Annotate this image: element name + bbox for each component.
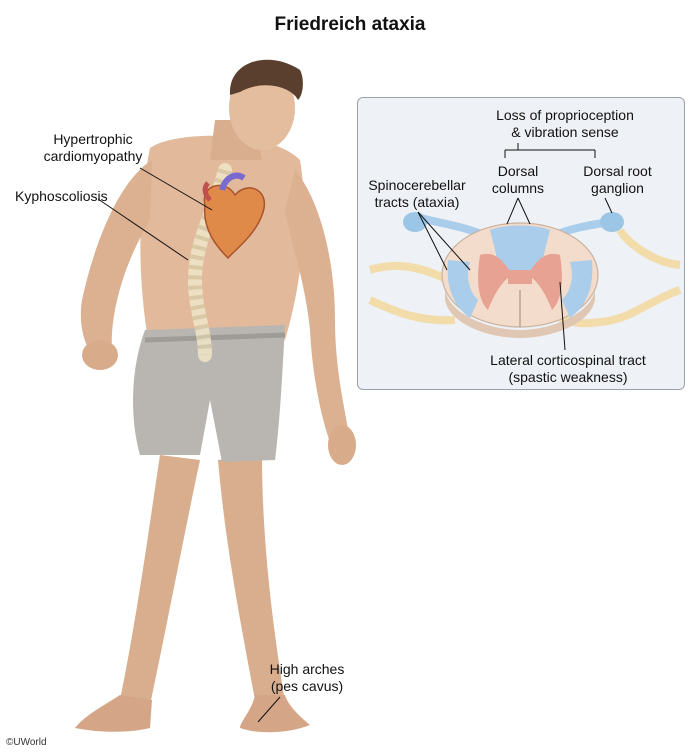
label-dorsal-root-ganglion: Dorsal root ganglion: [583, 163, 652, 196]
dorsal-columns: [490, 225, 550, 275]
leader-cardiomyopathy: [139, 167, 213, 211]
right-leg: [218, 455, 285, 702]
hair: [229, 59, 303, 100]
figure-title: Friedreich ataxia: [274, 14, 426, 35]
right-foot: [240, 695, 310, 733]
right-arm: [285, 170, 350, 455]
leader-drg: [604, 197, 613, 214]
left-nerve-lower: [368, 296, 456, 325]
leader-high-arches: [257, 696, 281, 723]
left-foot: [75, 695, 152, 732]
label-cardiomyopathy: Hypertrophic cardiomyopathy: [43, 131, 143, 164]
right-nerve-lower: [599, 286, 682, 326]
left-arm: [80, 160, 152, 355]
leader-sct-1: [417, 211, 448, 271]
leader-sct-2: [417, 211, 471, 271]
left-nerve-upper: [368, 261, 450, 284]
right-hand: [328, 425, 356, 465]
label-dorsal-columns: Dorsal columns: [491, 163, 545, 196]
left-leg: [120, 455, 200, 705]
left-fist: [82, 340, 118, 370]
leader-loss-bracket: [504, 143, 596, 158]
label-loss-proprioception: Loss of proprioception & vibration sense: [496, 107, 634, 140]
heart: [202, 172, 265, 260]
left-spinocerebellar: [447, 260, 478, 318]
leader-lct: [559, 281, 566, 351]
leader-kyphoscoliosis: [97, 198, 189, 261]
grey-matter: [478, 253, 512, 310]
label-kyphoscoliosis: Kyphoscoliosis: [15, 188, 108, 204]
copyright: ©UWorld: [6, 737, 47, 748]
right-spinocerebellar: [562, 260, 593, 318]
right-nerve-upper: [616, 227, 681, 269]
label-high-arches: High arches (pes cavus): [269, 661, 345, 694]
label-lateral-corticospinal: Lateral corticospinal tract (spastic wea…: [490, 352, 646, 385]
right-drg-icon: [600, 212, 624, 232]
label-spinocerebellar: Spinocerebellar tracts (ataxia): [368, 177, 466, 210]
shorts: [133, 325, 285, 462]
